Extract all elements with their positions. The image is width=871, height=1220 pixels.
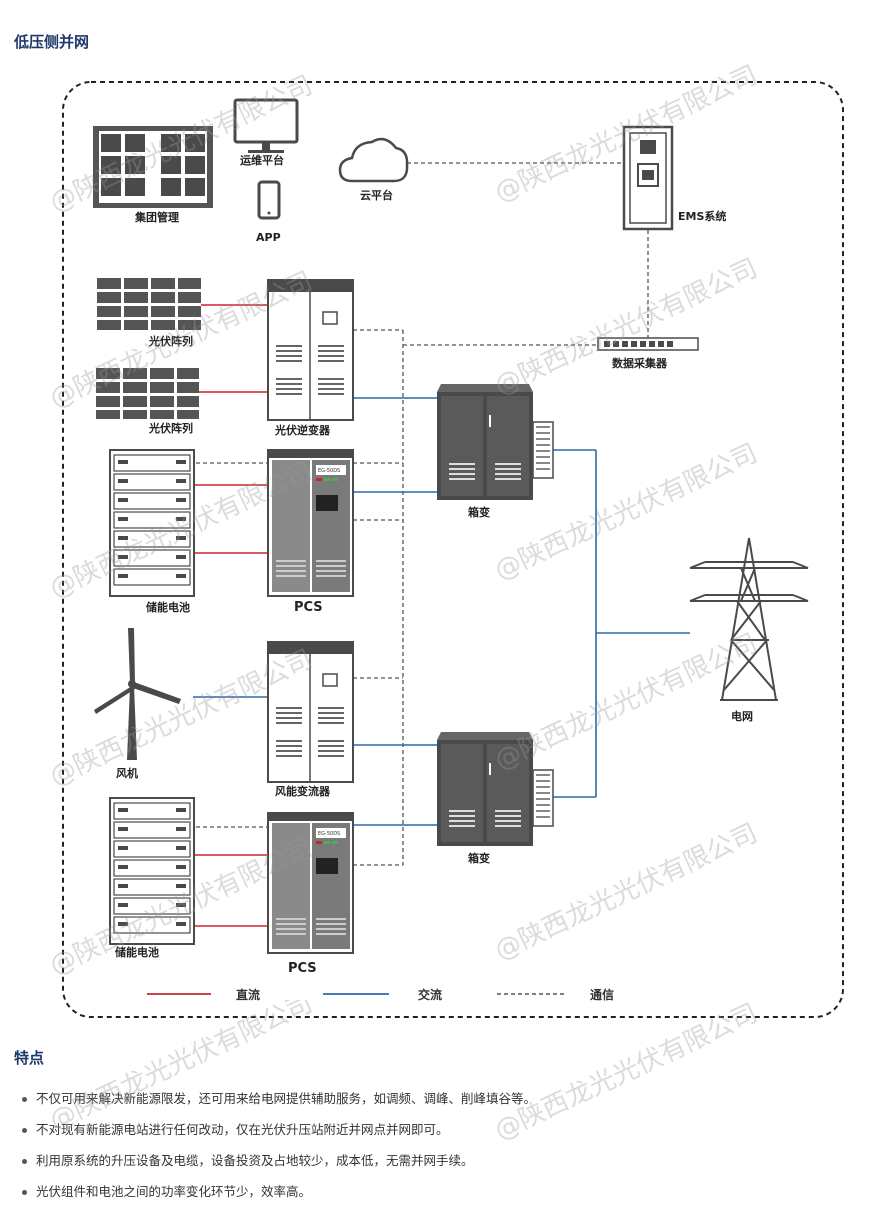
legend-ac-label: 交流 [418, 987, 442, 1002]
feature-text: 不仅可用来解决新能源限发，还可用来给电网提供辅助服务，如调频、调峰、削峰填谷等。 [36, 1091, 537, 1106]
watermark: @陕西龙光光伏有限公司 [490, 253, 762, 401]
power-tower-icon [689, 537, 809, 701]
ems-cabinet-icon [622, 125, 674, 231]
dc-lines [194, 304, 270, 927]
grid-label: 电网 [731, 709, 753, 723]
app-label: APP [256, 231, 281, 244]
pv-array-1-icon [97, 278, 201, 330]
data-collector-label: 数据采集器 [612, 356, 668, 370]
cloud-label: 云平台 [360, 188, 393, 202]
comm-lines [196, 162, 649, 881]
legend-comm-label: 通信 [590, 987, 614, 1002]
bullet-icon [22, 1159, 27, 1164]
wind-converter-label: 风能变流器 [275, 784, 331, 798]
pcs-1-icon [267, 449, 354, 597]
feature-item: 不对现有新能源电站进行任何改动，仅在光伏升压站附近并网点并网即可。 [22, 1119, 536, 1150]
group-mgmt-label: 集团管理 [134, 210, 179, 224]
features-list: 不仅可用来解决新能源限发，还可用来给电网提供辅助服务，如调频、调峰、削峰填谷等。… [22, 1088, 536, 1212]
battery-rack-2-icon [109, 797, 195, 945]
battery-1-label: 储能电池 [146, 600, 190, 614]
bullet-icon [22, 1128, 27, 1133]
feature-item: 利用原系统的升压设备及电缆，设备投资及占地较少，成本低，无需并网手续。 [22, 1150, 536, 1181]
pv-inverter-label: 光伏逆变器 [274, 423, 331, 437]
pv-inverter-icon [267, 279, 354, 421]
wind-turbine-icon [94, 628, 181, 760]
bullet-icon [22, 1097, 27, 1102]
feature-item: 不仅可用来解决新能源限发，还可用来给电网提供辅助服务，如调频、调峰、削峰填谷等。 [22, 1088, 536, 1119]
legend-dc-label: 直流 [236, 987, 260, 1002]
feature-text: 光伏组件和电池之间的功率变化环节少，效率高。 [36, 1184, 312, 1199]
pcs-1-model-label: EG-50DS [318, 468, 340, 474]
box-transformer-2-icon [437, 732, 554, 846]
data-collector-icon [597, 337, 699, 351]
watermark: @陕西龙光光伏有限公司 [490, 628, 762, 776]
group-management-icon [93, 126, 213, 208]
bullet-icon [22, 1190, 27, 1195]
box-transformer-2-label: 箱变 [468, 851, 490, 865]
pcs-2-model-label: EG-50DS [318, 831, 340, 837]
box-transformer-1-icon [437, 384, 554, 500]
ops-platform-label: 运维平台 [240, 153, 284, 167]
ac-lines [193, 397, 690, 826]
battery-rack-1-icon [109, 449, 195, 597]
diagram-frame [62, 81, 844, 1018]
box-transformer-1-label: 箱变 [468, 505, 490, 519]
feature-text: 不对现有新能源电站进行任何改动，仅在光伏升压站附近并网点并网即可。 [36, 1122, 449, 1137]
system-diagram: 集团管理 运维平台 APP 云平台 EMS系统 数据采集器 [45, 60, 844, 1018]
ems-label: EMS系统 [678, 209, 726, 223]
battery-2-label: 储能电池 [115, 945, 159, 959]
monitor-icon [233, 98, 299, 153]
pcs-2-label: PCS [288, 961, 317, 976]
features-title: 特点 [14, 1049, 45, 1067]
pv-array-2-label: 光伏阵列 [148, 421, 193, 435]
wind-turbine-label: 风机 [116, 766, 138, 780]
feature-text: 利用原系统的升压设备及电缆，设备投资及占地较少，成本低，无需并网手续。 [36, 1153, 474, 1168]
pv-array-1-label: 光伏阵列 [148, 334, 193, 348]
wind-converter-icon [267, 641, 354, 783]
cloud-icon [338, 137, 409, 183]
pcs-2-icon [267, 812, 354, 954]
pv-array-2-icon [96, 368, 199, 419]
feature-item: 光伏组件和电池之间的功率变化环节少，效率高。 [22, 1181, 536, 1212]
page-title: 低压侧并网 [14, 33, 90, 51]
phone-icon [257, 180, 281, 220]
pcs-1-label: PCS [294, 600, 323, 615]
